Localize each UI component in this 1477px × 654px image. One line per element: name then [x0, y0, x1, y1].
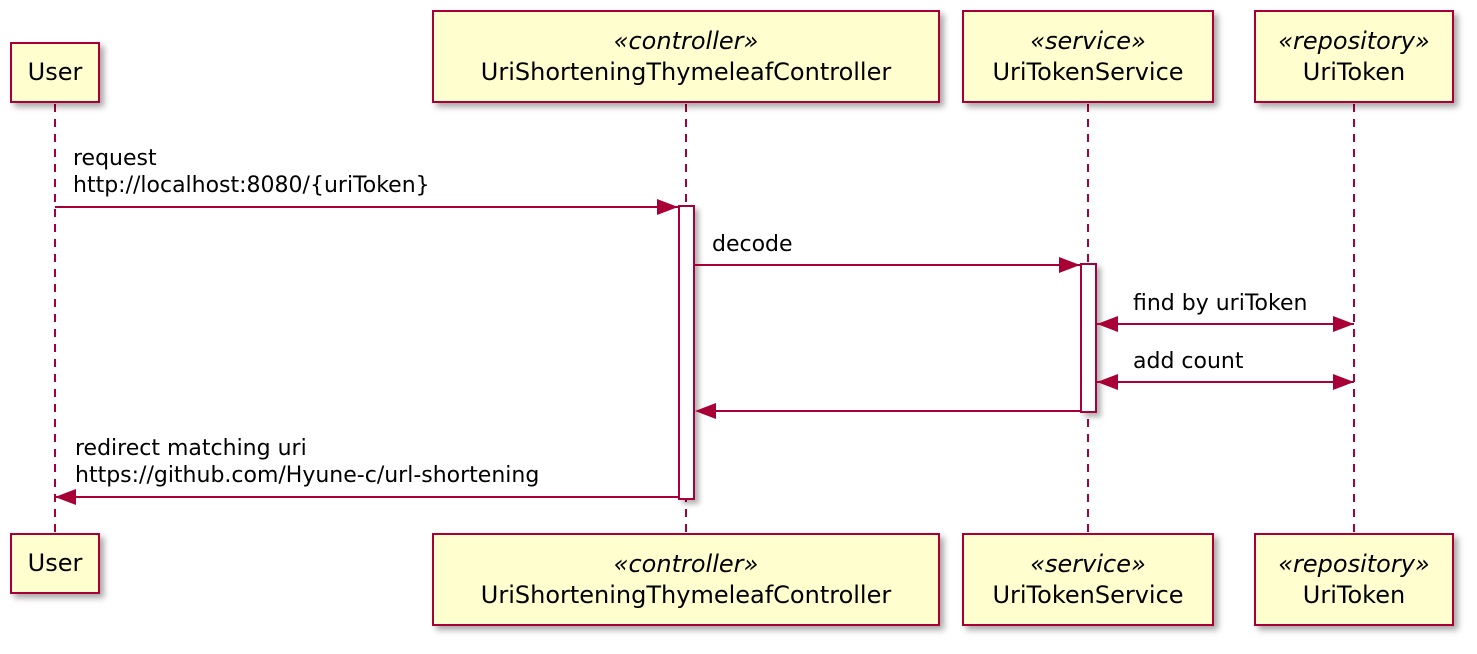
arrowhead-right-icon	[1059, 257, 1080, 273]
message-line-1: redirect matching uri	[75, 436, 307, 461]
participant-user-top: User	[10, 42, 100, 103]
participant-stereotype: «service»	[1030, 549, 1146, 578]
participant-repository-top: «repository» UriToken	[1254, 10, 1454, 103]
message-addcount-label: add count	[1133, 348, 1243, 375]
message-find-line	[1097, 323, 1354, 325]
message-redirect-line	[55, 496, 678, 498]
activation-service	[1080, 263, 1097, 413]
arrowhead-left-icon	[55, 489, 76, 505]
message-addcount-line	[1097, 381, 1354, 383]
arrowhead-right-icon	[657, 199, 678, 215]
participant-name: UriTokenService	[992, 57, 1184, 86]
message-line-1: find by uriToken	[1133, 291, 1308, 316]
message-line-2: https://github.com/Hyune-c/url-shortenin…	[75, 463, 540, 488]
participant-stereotype: «service»	[1030, 26, 1146, 55]
participant-stereotype: «controller»	[613, 26, 759, 55]
message-find-label: find by uriToken	[1133, 290, 1307, 317]
arrowhead-right-icon	[1333, 374, 1354, 390]
arrowhead-right-icon	[1333, 316, 1354, 332]
message-return-line	[697, 410, 1080, 412]
participant-repository-bottom: «repository» UriToken	[1254, 533, 1454, 626]
participant-service-top: «service» UriTokenService	[962, 10, 1214, 103]
participant-controller-top: «controller» UriShorteningThymeleafContr…	[432, 10, 940, 103]
participant-name: UriToken	[1302, 580, 1406, 609]
arrowhead-left-icon	[1097, 316, 1118, 332]
message-decode-label: decode	[712, 231, 793, 258]
participant-controller-bottom: «controller» UriShorteningThymeleafContr…	[432, 533, 940, 626]
participant-stereotype: «controller»	[613, 549, 759, 578]
lifeline-user	[54, 104, 56, 533]
message-line-2: http://localhost:8080/{uriToken}	[73, 173, 430, 198]
message-request-label: request http://localhost:8080/{uriToken}	[73, 145, 430, 199]
participant-stereotype: «repository»	[1278, 549, 1430, 578]
participant-name: UriShorteningThymeleafController	[480, 580, 892, 609]
message-decode-line	[695, 264, 1080, 266]
participant-name: UriTokenService	[992, 580, 1184, 609]
message-line-1: request	[73, 146, 157, 171]
participant-name: UriToken	[1302, 57, 1406, 86]
message-request-line	[55, 206, 678, 208]
message-redirect-label: redirect matching uri https://github.com…	[75, 435, 539, 489]
participant-stereotype: «repository»	[1278, 26, 1430, 55]
lifeline-repository	[1353, 104, 1355, 533]
participant-name: User	[27, 549, 83, 577]
arrowhead-left-icon	[695, 403, 716, 419]
arrowhead-left-icon	[1097, 374, 1118, 390]
message-line-1: decode	[712, 232, 793, 257]
participant-user-bottom: User	[10, 533, 100, 594]
participant-name: UriShorteningThymeleafController	[480, 57, 892, 86]
message-line-1: add count	[1133, 349, 1244, 374]
activation-controller	[678, 205, 695, 500]
participant-name: User	[27, 58, 83, 86]
participant-service-bottom: «service» UriTokenService	[962, 533, 1214, 626]
